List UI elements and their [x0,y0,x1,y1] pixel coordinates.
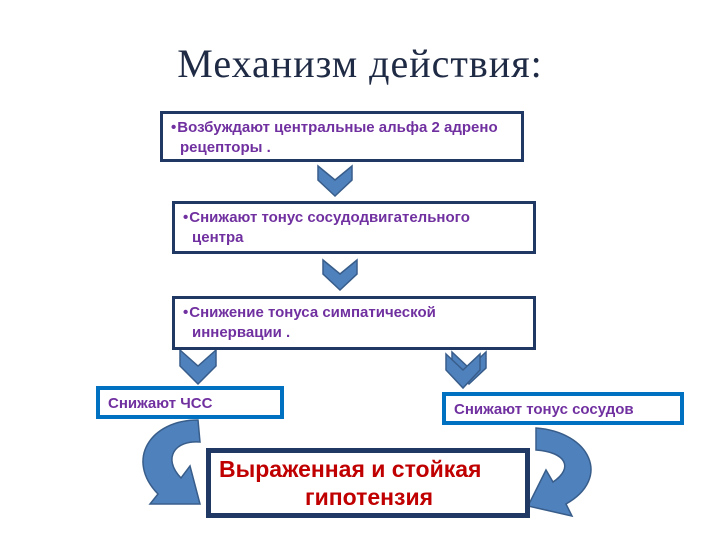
box-vasomotor-line1: Снижают тонус сосудодвигательного [183,209,470,226]
curved-arrow-right [526,427,592,518]
box-sympathetic-line1: Снижение тонуса симпатической [183,304,436,321]
down-arrow-left [179,348,217,386]
box-heart-rate-label: Снижают ЧСС [108,395,213,412]
box-hypotension: Выраженная и стойкая гипотензия [206,448,530,518]
down-arrow-right [445,352,481,390]
down-arrow-2 [322,258,358,292]
box-alpha2-receptors: Возбуждают центральные альфа 2 адрено ре… [160,111,524,162]
curved-arrow-left [142,419,201,505]
box-heart-rate: Снижают ЧСС [96,386,284,419]
down-arrow-1 [317,164,353,198]
box-alpha2-line1: Возбуждают центральные альфа 2 адрено [171,119,498,136]
box-vasomotor-line2: центра [192,229,244,246]
box-hypotension-line1: Выраженная и стойкая [219,456,482,482]
box-vascular-tone-label: Снижают тонус сосудов [454,401,634,418]
box-sympathetic: Снижение тонуса симпатической иннервации… [172,296,536,350]
box-vascular-tone: Снижают тонус сосудов [442,392,684,425]
box-vasomotor-center: Снижают тонус сосудодвигательного центра [172,201,536,254]
box-alpha2-line2: рецепторы . [180,139,271,156]
box-sympathetic-line2: иннервации . [192,324,291,341]
page-title: Механизм действия: [177,41,543,86]
box-hypotension-line2: гипотензия [305,484,434,510]
